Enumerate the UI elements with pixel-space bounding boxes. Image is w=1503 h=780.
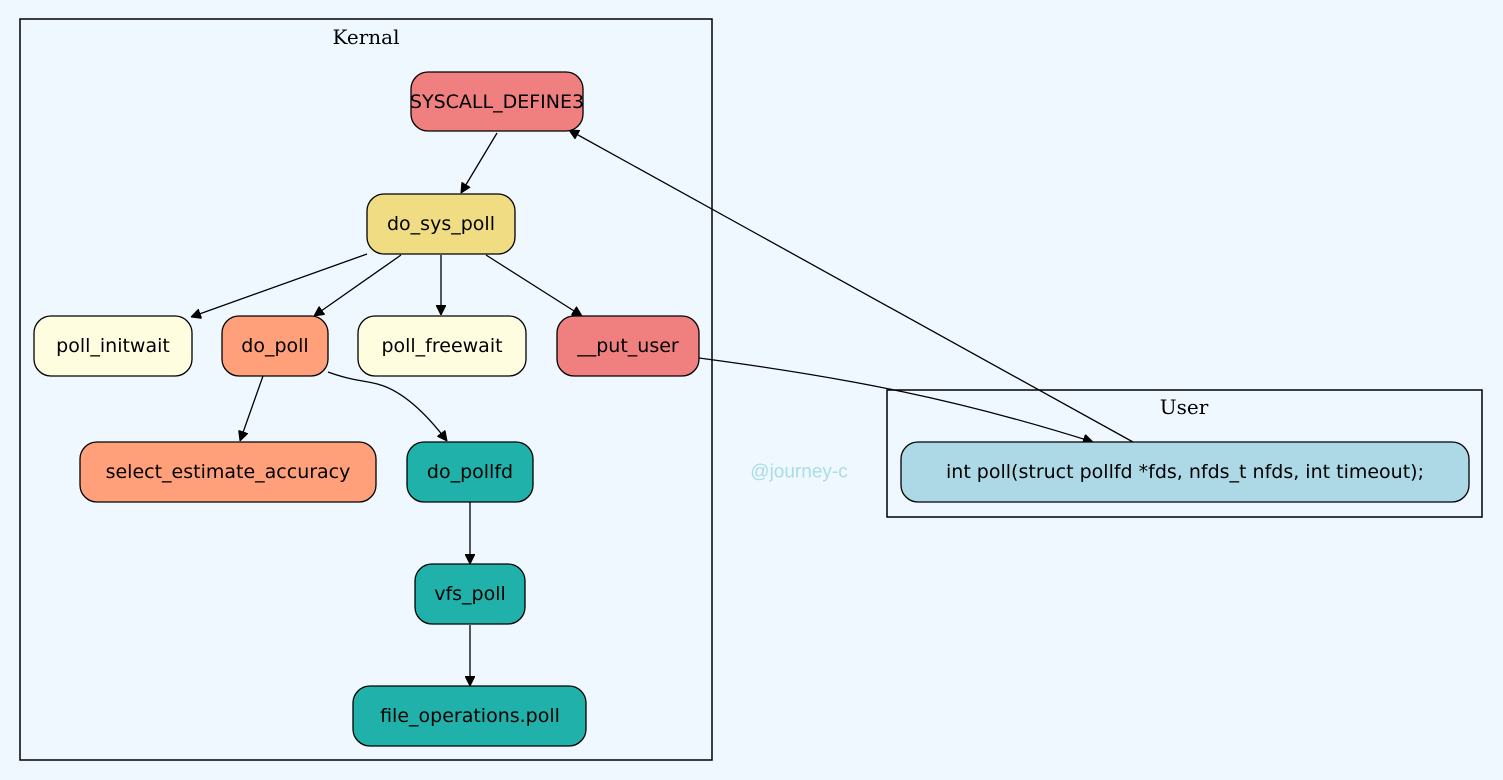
node-user-poll-label: int poll(struct pollfd *fds, nfds_t nfds… xyxy=(946,461,1424,483)
node-poll-initwait-box xyxy=(33,315,193,377)
node-do-pollfd-label: do_pollfd xyxy=(427,461,513,483)
node-put-user-box xyxy=(556,315,700,377)
edges xyxy=(191,129,1134,686)
user-cluster-border xyxy=(886,389,1483,518)
node-do-poll-label: do_poll xyxy=(241,335,308,357)
node-syscall-define3[interactable]: SYSCALL_DEFINE3 xyxy=(410,71,584,132)
node-vfs-poll[interactable]: vfs_poll xyxy=(414,563,526,625)
kernal-cluster-border xyxy=(19,18,713,761)
node-syscall-define3-label: SYSCALL_DEFINE3 xyxy=(410,91,584,113)
kernal-cluster: Kernal xyxy=(19,18,713,761)
node-do-poll[interactable]: do_poll xyxy=(221,315,329,377)
node-do-sys-poll-label: do_sys_poll xyxy=(387,213,495,235)
edge-do-sys-poll-to-do-poll xyxy=(314,254,402,316)
node-do-sys-poll-box xyxy=(366,193,516,255)
edge-user-poll-to-syscall xyxy=(569,129,1134,443)
user-cluster: User xyxy=(886,389,1483,518)
node-poll-freewait[interactable]: poll_freewait xyxy=(357,315,527,377)
node-poll-initwait[interactable]: poll_initwait xyxy=(33,315,193,377)
node-file-operations-poll-label: file_operations.poll xyxy=(380,705,560,727)
user-cluster-label: User xyxy=(1160,395,1209,419)
node-file-operations-poll-box xyxy=(352,685,587,747)
node-put-user-label: __put_user xyxy=(576,335,679,357)
node-put-user[interactable]: __put_user xyxy=(556,315,700,377)
edge-do-sys-poll-to-put-user xyxy=(485,254,582,316)
node-select-estimate-accuracy-label: select_estimate_accuracy xyxy=(106,461,351,483)
node-vfs-poll-label: vfs_poll xyxy=(434,583,506,605)
node-user-poll[interactable]: int poll(struct pollfd *fds, nfds_t nfds… xyxy=(900,441,1470,503)
node-do-pollfd-box xyxy=(406,441,534,503)
edge-do-sys-poll-to-poll-initwait xyxy=(191,253,368,317)
node-do-pollfd[interactable]: do_pollfd xyxy=(406,441,534,503)
node-poll-freewait-box xyxy=(357,315,527,377)
edge-put-user-to-user-poll xyxy=(698,357,1093,442)
node-user-poll-box xyxy=(900,441,1470,503)
edge-do-poll-to-do-pollfd xyxy=(327,371,447,441)
node-syscall-define3-box xyxy=(410,71,584,132)
node-select-estimate-accuracy[interactable]: select_estimate_accuracy xyxy=(79,441,377,503)
node-do-poll-box xyxy=(221,315,329,377)
edge-do-poll-to-select-estimate-accuracy xyxy=(240,375,264,441)
node-poll-initwait-label: poll_initwait xyxy=(56,335,170,357)
node-do-sys-poll[interactable]: do_sys_poll xyxy=(366,193,516,255)
node-select-estimate-accuracy-box xyxy=(79,441,377,503)
node-file-operations-poll[interactable]: file_operations.poll xyxy=(352,685,587,747)
kernal-cluster-label: Kernal xyxy=(332,25,399,49)
node-vfs-poll-box xyxy=(414,563,526,625)
watermark-text: @journey-c xyxy=(750,462,847,483)
node-poll-freewait-label: poll_freewait xyxy=(381,335,502,357)
edge-syscall-to-do-sys-poll xyxy=(461,132,498,193)
